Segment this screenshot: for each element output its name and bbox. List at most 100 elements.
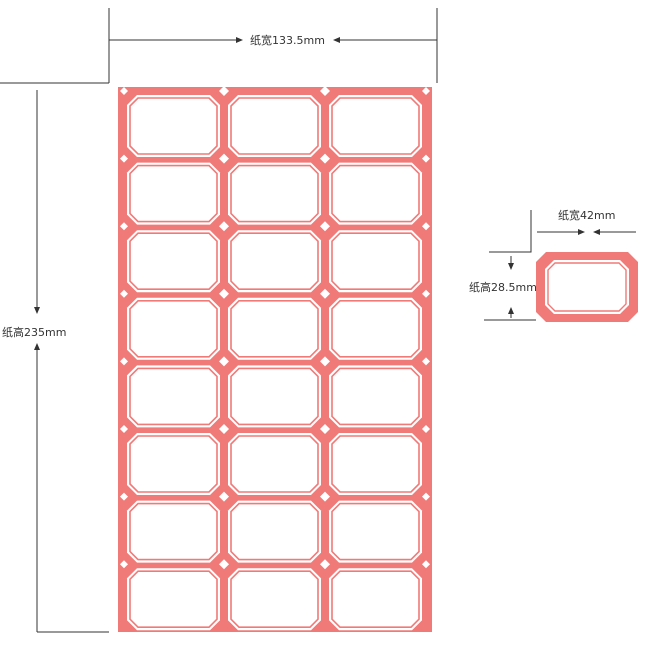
label-inner-border [331,299,420,358]
diamond-notch [120,289,128,298]
label-sheet [118,86,432,632]
label-face [545,260,629,314]
arrow-left-icon [593,229,600,235]
label-inner-border [129,502,218,561]
label-face [329,162,422,225]
label-face [228,162,321,225]
label-inner-border [129,435,218,493]
diamond-notch [422,87,430,95]
label-inner-border [331,502,420,561]
diamond-notch [422,560,430,569]
diamond-notch [120,87,128,95]
diamond-notch [320,221,330,232]
label-face [329,230,422,293]
label-face [329,365,422,428]
label-sample [536,252,638,322]
diamond-notch [219,491,229,502]
sheet-height-dimension: 纸高235mm [2,90,109,633]
arrow-left-icon [333,37,340,43]
arrow-down-icon [34,307,40,314]
label-face [127,95,220,157]
diamond-notch [120,560,128,569]
label-inner-border [230,232,319,291]
sheet-height-label: 纸高235mm [2,325,66,339]
single-label-detail: 纸宽42mm 纸高28.5mm [469,208,638,322]
label-inner-border [230,502,319,561]
label-inner-border [129,97,218,155]
diamond-notch [320,424,330,434]
diamond-notch [320,288,330,299]
diamond-notch [120,154,128,163]
label-face [127,500,220,563]
label-face [228,95,321,157]
diamond-notch [219,288,229,299]
label-face [228,433,321,495]
label-inner-border [331,164,420,223]
label-inner-border [331,435,420,493]
label-inner-border [331,232,420,291]
diamond-notch [422,222,430,231]
label-inner-border [331,97,420,155]
arrow-up-icon [508,307,514,314]
diamond-notch [422,492,430,501]
label-inner-border [547,262,627,312]
sheet-width-dimension: 纸宽133.5mm [0,8,438,84]
label-face [127,568,220,631]
diamond-notch [120,425,128,433]
diamond-notch [219,153,229,164]
label-face [329,297,422,360]
label-face [329,568,422,631]
diamond-notch [320,491,330,502]
diamond-notch [219,86,229,96]
label-face [329,500,422,563]
label-face [329,433,422,495]
diamond-notch [422,357,430,366]
label-inner-border [129,164,218,223]
label-face [127,297,220,360]
arrow-right-icon [578,229,585,235]
label-face [228,297,321,360]
diamond-notch [120,222,128,231]
diamond-notch [219,356,229,367]
label-face [127,365,220,428]
label-inner-border [230,299,319,358]
diamond-notch [120,492,128,501]
label-face [127,230,220,293]
label-inner-border [129,232,218,291]
label-inner-border [230,570,319,629]
label-face [228,500,321,563]
label-inner-border [230,435,319,493]
label-face [228,568,321,631]
diamond-notch [320,153,330,164]
diamond-notch [320,559,330,570]
diamond-notch [320,86,330,96]
label-inner-border [331,367,420,426]
diamond-notch [219,559,229,570]
label-width-label: 纸宽42mm [558,208,615,222]
diamond-notch [422,154,430,163]
label-inner-border [129,570,218,629]
diamond-notch [219,424,229,434]
arrow-up-icon [34,343,40,350]
label-inner-border [331,570,420,629]
label-inner-border [129,299,218,358]
diamond-notch [219,221,229,232]
diamond-notch [320,356,330,367]
label-face [127,433,220,495]
arrow-right-icon [236,37,243,43]
label-face [329,95,422,157]
diamond-notch [422,289,430,298]
label-inner-border [230,97,319,155]
label-inner-border [230,164,319,223]
label-inner-border [129,367,218,426]
label-height-label: 纸高28.5mm [469,280,537,294]
diamond-notch [120,357,128,366]
label-face [228,230,321,293]
label-inner-border [230,367,319,426]
label-face [127,162,220,225]
sheet-width-label: 纸宽133.5mm [250,33,325,47]
diamond-notch [422,425,430,433]
label-face [228,365,321,428]
arrow-down-icon [508,263,514,270]
